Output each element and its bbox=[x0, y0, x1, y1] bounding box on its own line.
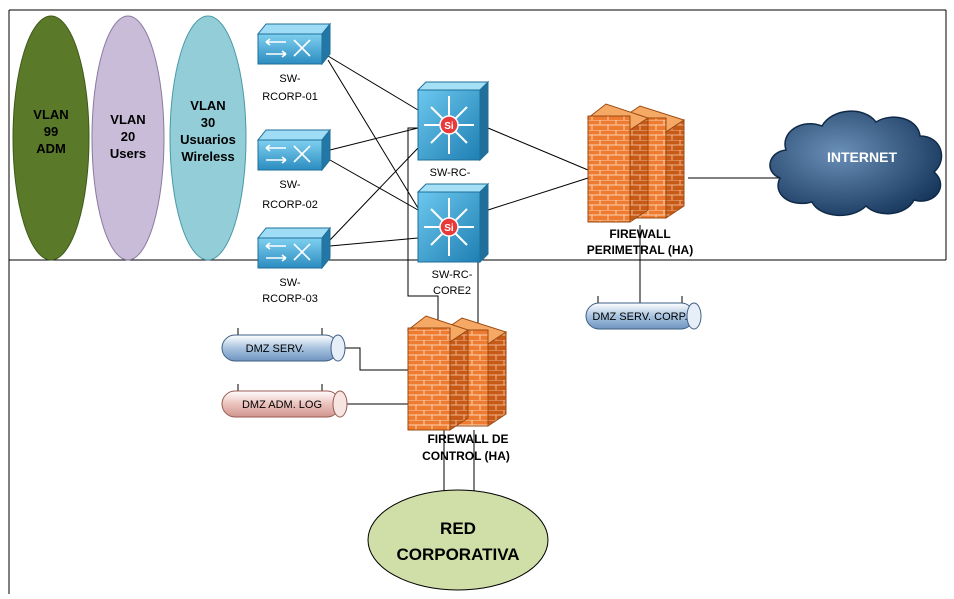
vlan-99-shape bbox=[12, 15, 90, 261]
switch-icon bbox=[256, 22, 332, 66]
cloud-icon bbox=[769, 110, 943, 217]
link-sw3-core1 bbox=[329, 147, 419, 241]
segment-dmz-serv-label: DMZ SERV. bbox=[246, 343, 305, 355]
corporate-network-line1: RED bbox=[440, 519, 476, 538]
layer3-switch-icon: Si bbox=[416, 182, 490, 264]
vlan-20-line1: VLAN bbox=[110, 112, 145, 127]
firewall-perimetral-line2: PERIMETRAL (HA) bbox=[587, 243, 693, 257]
firewall-icon bbox=[586, 103, 686, 223]
internet-cloud: INTERNET bbox=[769, 110, 943, 217]
vlan-20-shape bbox=[91, 15, 165, 261]
connection-links bbox=[327, 55, 780, 492]
link-core1-fwc bbox=[407, 127, 439, 320]
link-sw1-core1 bbox=[327, 55, 419, 111]
corporate-network-shape bbox=[367, 489, 549, 591]
network-segment-icon bbox=[221, 384, 348, 418]
access-switch-1: SW- RCORP-01 bbox=[256, 22, 332, 103]
firewall-control: FIREWALL DE CONTROL (HA) bbox=[406, 315, 510, 463]
vlan-1: VLAN 99 ADM bbox=[12, 15, 90, 261]
access-switch-1-line1: SW- bbox=[279, 73, 301, 85]
vlan-30-line3: Usuarios bbox=[180, 132, 236, 147]
network-segment-icon bbox=[221, 328, 346, 362]
segment-dmz-serv-corp-label: DMZ SERV. CORP. bbox=[592, 311, 687, 323]
access-switch-2-line2: RCORP-02 bbox=[262, 199, 318, 211]
switch-icon bbox=[256, 226, 332, 270]
svg-text:Si: Si bbox=[444, 223, 454, 234]
firewall-icon bbox=[406, 315, 508, 431]
link-sw1-core2 bbox=[327, 59, 419, 209]
vlan-30-line2: 30 bbox=[201, 115, 215, 130]
vlan-99-line1: VLAN bbox=[33, 107, 68, 122]
vlan-30-line1: VLAN bbox=[190, 98, 225, 113]
internet-label: INTERNET bbox=[827, 149, 897, 165]
core-switch-2-line1: SW-RC- bbox=[432, 269, 473, 281]
firewall-perimetral-line1: FIREWALL bbox=[609, 227, 670, 241]
segment-dmz-adm-log-label: DMZ ADM. LOG bbox=[242, 399, 322, 411]
access-switch-3: SW- RCORP-03 bbox=[256, 226, 332, 305]
vlan-3: VLAN 30 Usuarios Wireless bbox=[169, 15, 247, 261]
segment-dmz-serv-corp: DMZ SERV. CORP. bbox=[585, 296, 702, 330]
vlan-99-line3: ADM bbox=[36, 141, 66, 156]
link-sw3-core2 bbox=[329, 237, 419, 247]
vlan-2: VLAN 20 Users bbox=[91, 15, 165, 261]
link-dmzserv-fwc bbox=[340, 347, 408, 371]
vlan-20-line2: 20 bbox=[121, 129, 135, 144]
switch-icon bbox=[256, 128, 332, 172]
segment-dmz-serv: DMZ SERV. bbox=[221, 328, 346, 362]
access-switch-2-line1: SW- bbox=[279, 179, 301, 191]
corporate-network-line2: CORPORATIVA bbox=[396, 545, 519, 564]
link-core2-fwp bbox=[487, 177, 589, 211]
link-core1-fwp bbox=[487, 127, 589, 171]
core-switch-2: Si SW-RC- CORE2 bbox=[416, 182, 490, 297]
link-sw2-core2 bbox=[329, 159, 419, 211]
access-switch-3-line1: SW- bbox=[279, 277, 301, 289]
vlan-20-line3: Users bbox=[110, 146, 146, 161]
corporate-network: RED CORPORATIVA bbox=[367, 489, 549, 591]
core-switch-1: Si SW-RC- bbox=[416, 80, 490, 179]
vlan-99-line2: 99 bbox=[44, 124, 58, 139]
vlan-30-line4: Wireless bbox=[181, 149, 234, 164]
svg-text:Si: Si bbox=[444, 121, 454, 132]
vlan-30-shape bbox=[169, 15, 247, 261]
access-switch-1-line2: RCORP-01 bbox=[262, 91, 318, 103]
firewall-control-line2: CONTROL (HA) bbox=[422, 449, 510, 463]
core-switch-2-line2: CORE2 bbox=[433, 285, 471, 297]
access-switch-3-line2: RCORP-03 bbox=[262, 293, 318, 305]
firewall-perimetral: FIREWALL PERIMETRAL (HA) bbox=[586, 103, 693, 257]
layer3-switch-icon: Si bbox=[416, 80, 490, 162]
segment-dmz-adm-log: DMZ ADM. LOG bbox=[221, 384, 348, 418]
access-switch-2: SW- RCORP-02 bbox=[256, 128, 332, 211]
link-sw2-core1 bbox=[329, 127, 419, 151]
network-segment-icon bbox=[585, 296, 702, 330]
firewall-control-line1: FIREWALL DE bbox=[427, 432, 508, 446]
core-switch-1-label: SW-RC- bbox=[430, 167, 471, 179]
